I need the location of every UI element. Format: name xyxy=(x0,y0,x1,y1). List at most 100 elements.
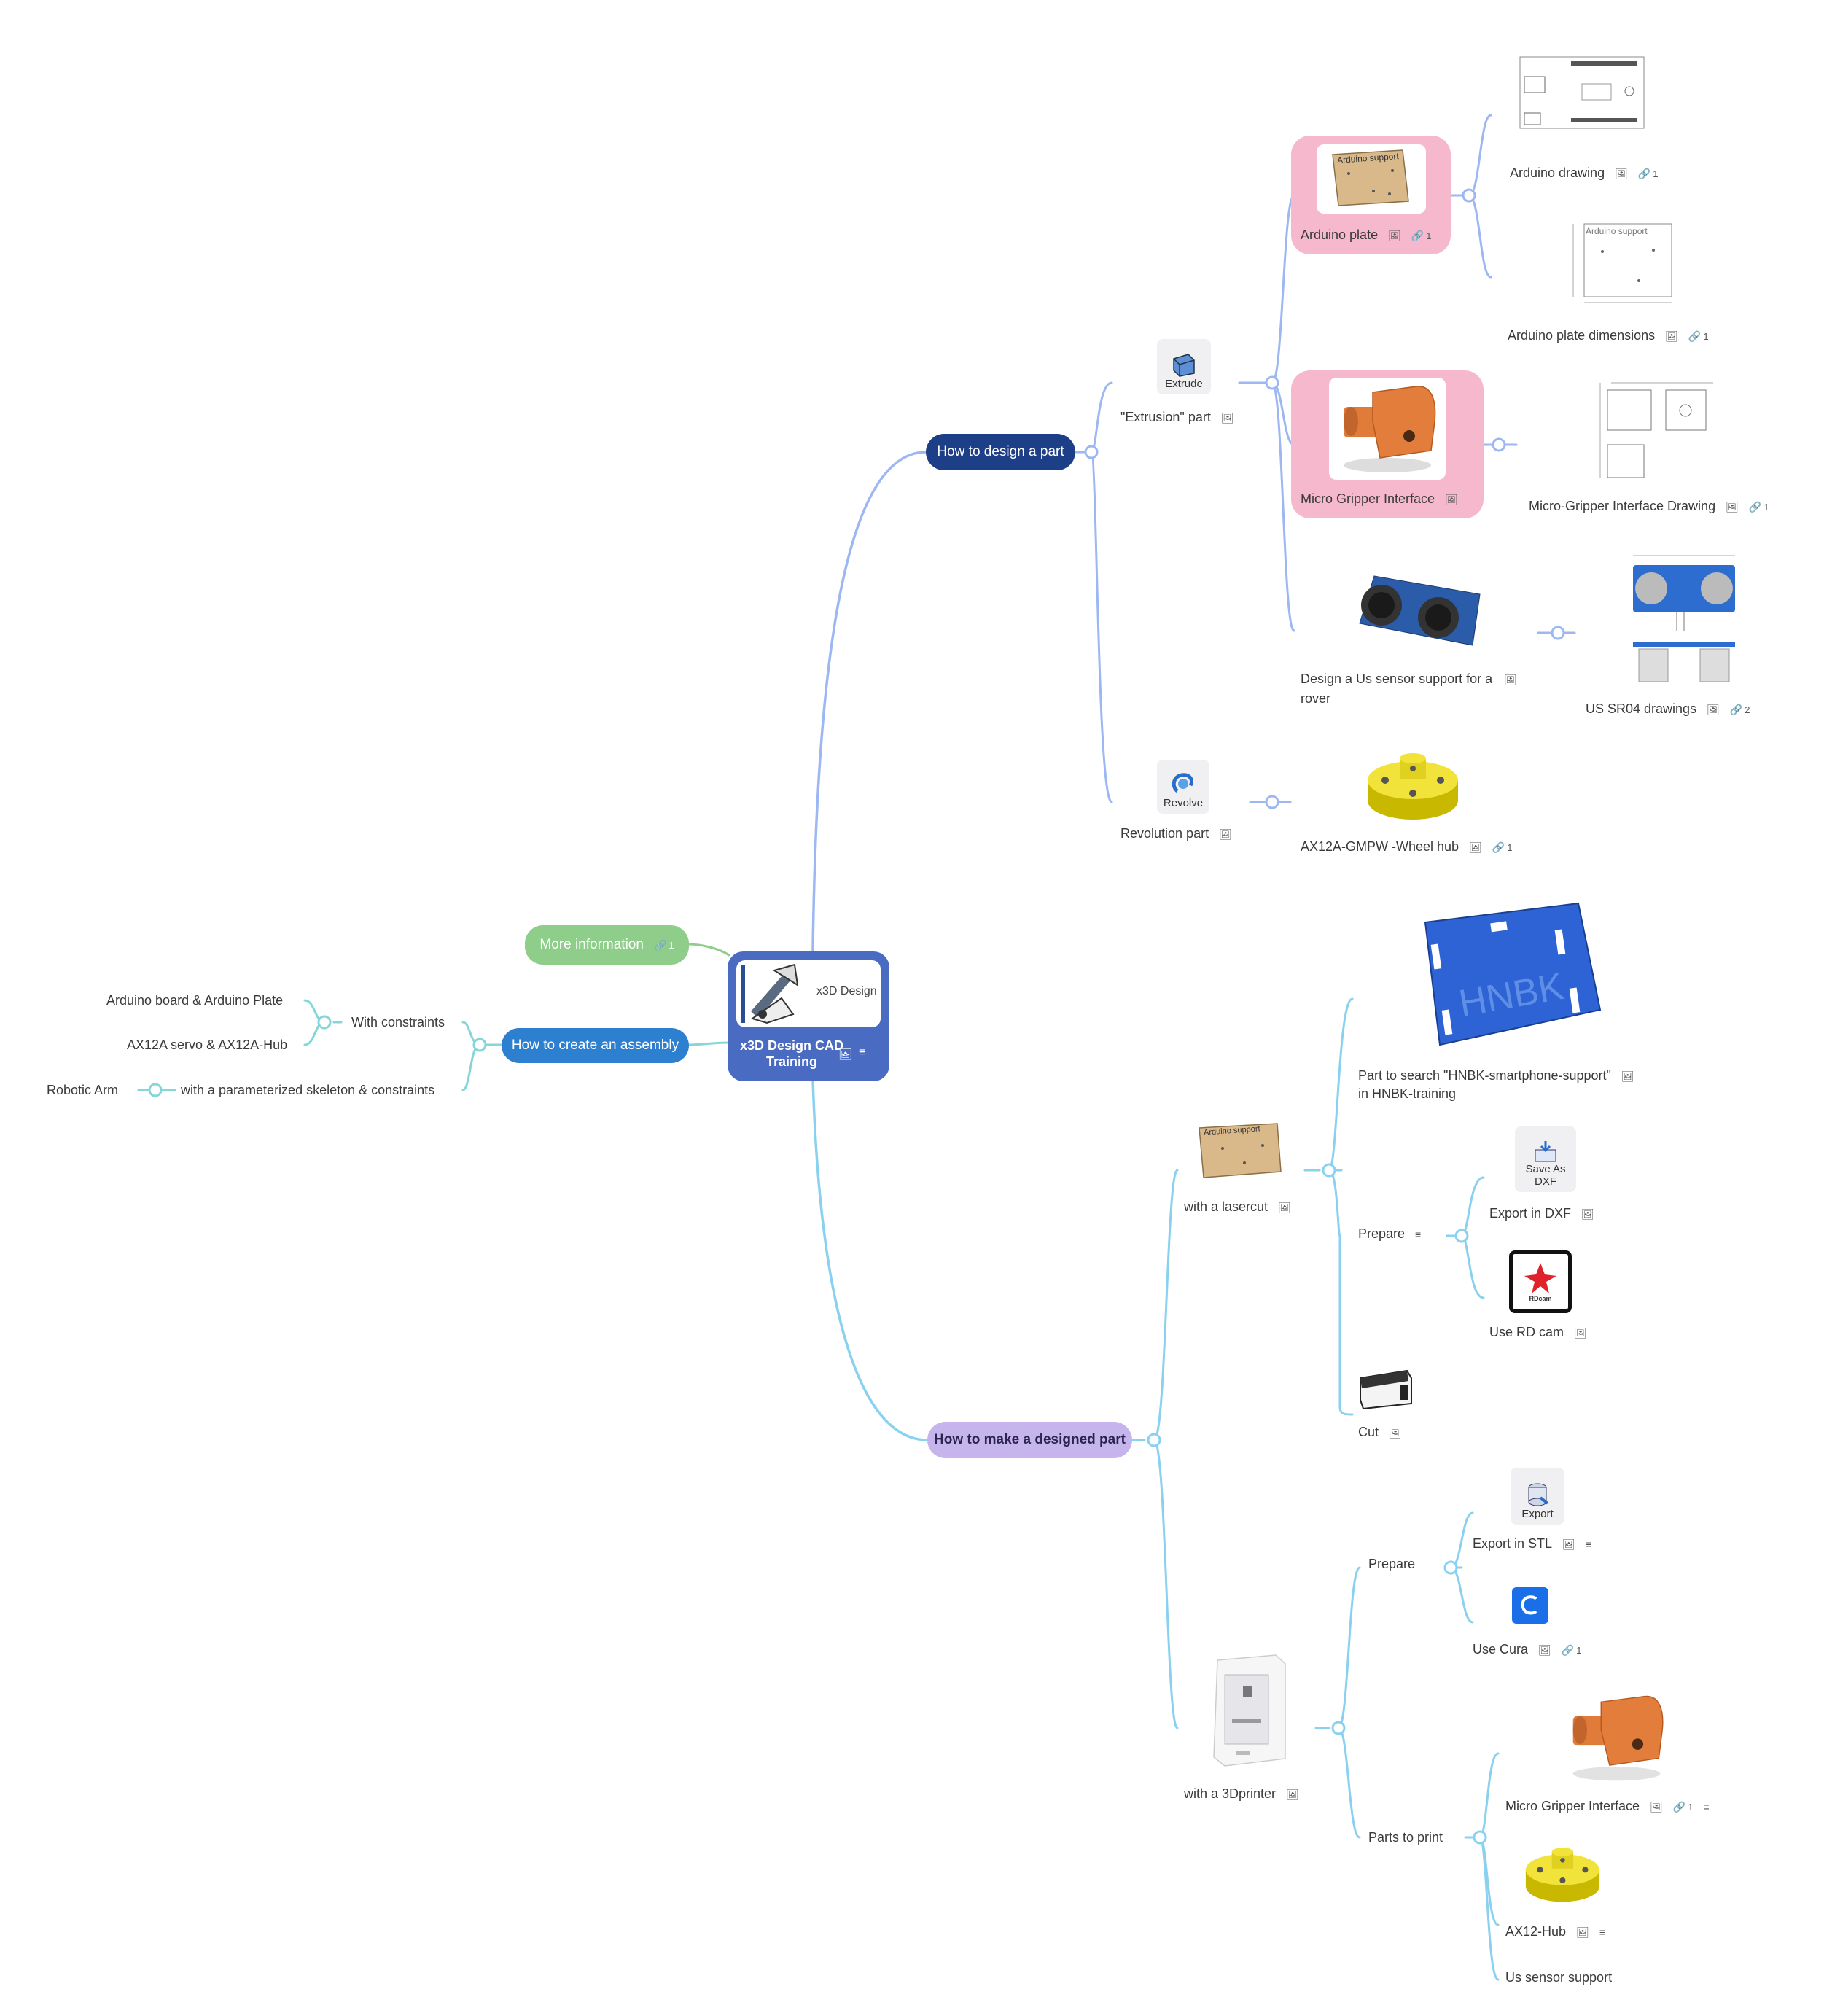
save-as-dxf-icon: Save As DXF xyxy=(1515,1126,1576,1192)
save-as-label: Save As xyxy=(1525,1163,1566,1175)
print-gripper-node[interactable]: Micro Gripper Interface🖼🔗1≡ xyxy=(1505,1797,1710,1816)
extrude-icon: Extrude xyxy=(1157,339,1211,394)
wheel-hub-image xyxy=(1368,753,1458,820)
laser-cutter-image xyxy=(1360,1369,1412,1410)
cura-node[interactable]: Use Cura🖼🔗1 xyxy=(1473,1641,1581,1659)
param-skeleton-node[interactable]: with a parameterized skeleton & constrai… xyxy=(181,1083,435,1097)
central-thumbnail: x3D Design xyxy=(736,960,881,1027)
edge-center-assembly xyxy=(687,1041,730,1046)
arduino-dims-image-text: Arduino support xyxy=(1586,226,1648,236)
parts-to-print-node[interactable]: Parts to print xyxy=(1368,1830,1443,1845)
hnbk-image: HNBK xyxy=(1411,900,1604,1046)
note-icon[interactable]: ≡ xyxy=(1415,1229,1422,1241)
make-part-label: How to make a designed part xyxy=(934,1432,1126,1447)
note-icon[interactable]: ≡ xyxy=(1585,1538,1591,1551)
central-thumb-label: x3D Design xyxy=(816,985,877,997)
central-topic[interactable]: x3D Design x3D Design CAD Training 🖼 ≡ xyxy=(728,951,889,1081)
lasercut-node[interactable]: with a lasercut🖼 xyxy=(1184,1198,1291,1216)
design-part-label: How to design a part xyxy=(937,444,1064,459)
arduino-dims-image xyxy=(1572,223,1672,303)
arduino-board-node[interactable]: Arduino board & Arduino Plate xyxy=(106,993,284,1008)
make-part-node[interactable]: How to make a designed part xyxy=(927,1422,1132,1458)
revolution-part-node[interactable]: Revolution part🖼 xyxy=(1120,825,1232,843)
arduino-plate-label: Arduino plate🖼🔗1 xyxy=(1301,226,1432,245)
cura-icon xyxy=(1512,1587,1548,1624)
image-icon[interactable]: 🖼 xyxy=(1574,1327,1587,1339)
assembly-node[interactable]: How to create an assembly xyxy=(502,1028,689,1063)
link-icon[interactable]: 🔗2 xyxy=(1729,703,1750,715)
prepare-laser-node[interactable]: Prepare≡ xyxy=(1358,1225,1421,1243)
us-sensor-image xyxy=(1359,575,1481,646)
export-dxf-node[interactable]: Export in DXF🖼 xyxy=(1489,1204,1594,1223)
image-icon[interactable]: 🖼 xyxy=(838,1048,853,1061)
central-title: x3D Design CAD Training xyxy=(739,1038,844,1069)
us-support-node[interactable]: Us sensor support xyxy=(1505,1970,1613,1985)
link-icon[interactable]: 🔗1 xyxy=(1492,841,1513,853)
3d-printer-node[interactable]: with a 3Dprinter🖼 xyxy=(1184,1785,1299,1803)
image-icon[interactable]: 🖼 xyxy=(1615,168,1628,180)
us-sensor-node[interactable]: Design a Us sensor support for a🖼 rover xyxy=(1301,672,1517,707)
part-search-node[interactable]: Part to search "HNBK-smartphone-support"… xyxy=(1358,1068,1634,1102)
image-icon[interactable]: 🖼 xyxy=(1504,674,1517,686)
rd-cam-node[interactable]: Use RD cam🖼 xyxy=(1489,1323,1587,1342)
image-icon[interactable]: 🖼 xyxy=(1726,501,1739,513)
image-icon[interactable]: 🖼 xyxy=(1562,1538,1575,1551)
image-icon[interactable]: 🖼 xyxy=(1388,230,1401,242)
micro-gripper-drawing-node[interactable]: Micro-Gripper Interface Drawing🖼🔗1 xyxy=(1529,497,1769,516)
link-icon[interactable]: 🔗1 xyxy=(1748,500,1769,513)
ax12-hub-node[interactable]: AX12-Hub🖼≡ xyxy=(1505,1923,1605,1941)
image-icon[interactable]: 🖼 xyxy=(1576,1926,1589,1939)
export-stl-icon: Export xyxy=(1511,1468,1564,1525)
image-icon[interactable]: 🖼 xyxy=(1621,1070,1634,1083)
link-icon[interactable]: 🔗1 xyxy=(1411,229,1432,241)
image-icon[interactable]: 🖼 xyxy=(1220,412,1234,424)
3d-printer-image xyxy=(1213,1654,1286,1767)
ax12a-servo-node[interactable]: AX12A servo & AX12A-Hub xyxy=(127,1038,288,1052)
note-icon[interactable]: ≡ xyxy=(1599,1926,1606,1939)
extrusion-part-node[interactable]: "Extrusion" part🖼 xyxy=(1120,408,1234,427)
edge-center-design xyxy=(811,451,927,953)
note-icon[interactable]: ≡ xyxy=(1703,1801,1710,1813)
more-information-label: More information xyxy=(539,937,644,952)
image-icon[interactable]: 🖼 xyxy=(1469,841,1482,854)
image-icon[interactable]: 🖼 xyxy=(1650,1801,1663,1813)
export-icon-label: Export xyxy=(1521,1508,1554,1520)
us-drawings-node[interactable]: US SR04 drawings🖼🔗2 xyxy=(1586,700,1750,719)
image-icon[interactable]: 🖼 xyxy=(1389,1427,1402,1439)
export-stl-node[interactable]: Export in STL🖼≡ xyxy=(1473,1535,1591,1553)
image-icon[interactable]: 🖼 xyxy=(1538,1644,1551,1657)
image-icon[interactable]: 🖼 xyxy=(1707,704,1720,716)
robotic-arm-node[interactable]: Robotic Arm xyxy=(47,1083,119,1097)
link-icon[interactable]: 🔗1 xyxy=(1561,1643,1582,1656)
note-icon[interactable]: ≡ xyxy=(859,1046,866,1059)
arduino-drawing-image xyxy=(1519,56,1645,129)
print-gripper-image xyxy=(1572,1695,1664,1781)
micro-gripper-drawing-image xyxy=(1599,382,1713,478)
wheel-hub-node[interactable]: AX12A-GMPW -Wheel hub🖼🔗1 xyxy=(1301,838,1513,857)
link-icon[interactable]: 🔗1 xyxy=(1672,1800,1694,1813)
cut-node[interactable]: Cut🖼 xyxy=(1358,1423,1402,1441)
rdcam-icon: RDcam xyxy=(1509,1250,1572,1313)
dxf-label: DXF xyxy=(1535,1175,1556,1188)
link-icon[interactable]: 🔗1 xyxy=(1688,330,1709,342)
image-icon[interactable]: 🖼 xyxy=(1219,828,1232,841)
extrude-icon-label: Extrude xyxy=(1165,378,1203,390)
design-part-node[interactable]: How to design a part xyxy=(926,434,1075,470)
arduino-drawing-node[interactable]: Arduino drawing🖼🔗1 xyxy=(1510,164,1659,183)
image-icon[interactable]: 🖼 xyxy=(1286,1789,1299,1801)
image-icon[interactable]: 🖼 xyxy=(1665,330,1678,343)
image-icon[interactable]: 🖼 xyxy=(1581,1208,1594,1221)
ax12-hub-image xyxy=(1525,1848,1599,1902)
more-information-node[interactable]: More information 🔗1 xyxy=(525,925,689,965)
prepare-print-node[interactable]: Prepare xyxy=(1368,1557,1416,1571)
image-icon[interactable]: 🖼 xyxy=(1278,1202,1291,1214)
link-icon[interactable]: 🔗1 xyxy=(653,938,674,951)
us-drawings-image xyxy=(1633,555,1735,682)
link-icon[interactable]: 🔗1 xyxy=(1637,167,1659,179)
image-icon[interactable]: 🖼 xyxy=(1445,494,1458,506)
revolve-icon-label: Revolve xyxy=(1163,797,1204,809)
arduino-dims-node[interactable]: Arduino plate dimensions🖼🔗1 xyxy=(1508,327,1709,346)
edge-center-info xyxy=(687,943,730,957)
with-constraints-node[interactable]: With constraints xyxy=(351,1015,445,1030)
micro-gripper-label: Micro Gripper Interface🖼 xyxy=(1301,490,1458,508)
